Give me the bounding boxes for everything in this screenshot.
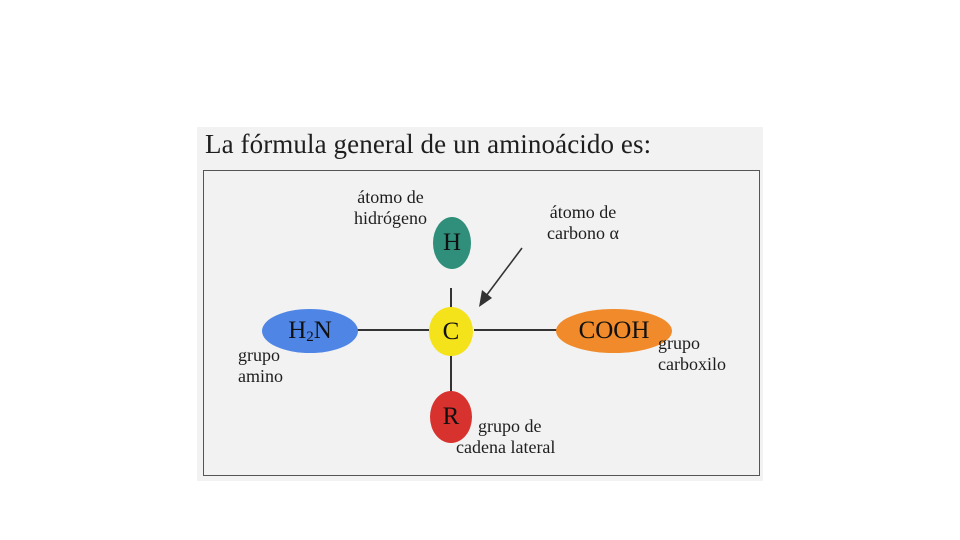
label-amino-group-line1: grupo	[238, 345, 280, 365]
label-amino-group: grupo amino	[238, 345, 283, 387]
carboxyl-group-node: COOH	[556, 309, 672, 353]
bonds-layer	[356, 247, 558, 396]
alpha-carbon-arrow-head	[479, 290, 492, 307]
alpha-carbon-arrow-shaft	[485, 247, 523, 297]
label-side-chain-group: grupo de cadena lateral	[456, 416, 555, 458]
figure-heading: La fórmula general de un aminoácido es:	[205, 129, 652, 159]
label-alpha-carbon: átomo de carbono α	[547, 202, 619, 244]
label-hydrogen-atom-line2: hidrógeno	[354, 208, 427, 228]
amino-acid-figure: La fórmula general de un aminoácido es: …	[197, 127, 763, 481]
carbon-atom-node: C	[429, 307, 473, 356]
label-alpha-carbon-line1: átomo de	[549, 202, 617, 222]
label-carboxyl-group-line2: carboxilo	[658, 354, 726, 374]
side-chain-symbol: R	[442, 403, 460, 430]
amino-symbol-subscript: 2	[306, 328, 314, 345]
carbon-symbol: C	[442, 317, 460, 345]
amino-symbol-n: N	[313, 317, 332, 344]
label-alpha-carbon-line2: carbono α	[547, 223, 619, 243]
amino-symbol-h: H	[288, 317, 307, 344]
hydrogen-atom-node: H	[433, 217, 471, 269]
label-carboxyl-group: grupo carboxilo	[658, 333, 726, 375]
label-side-chain-line1: grupo de	[478, 416, 542, 436]
label-amino-group-line2: amino	[238, 366, 283, 386]
hydrogen-symbol: H	[442, 229, 462, 256]
side-chain-node: R	[430, 391, 472, 443]
label-side-chain-line2: cadena lateral	[456, 437, 556, 457]
label-carboxyl-group-line1: grupo	[658, 333, 700, 353]
carboxyl-symbol: COOH	[578, 317, 650, 344]
label-hydrogen-atom: átomo de hidrógeno	[354, 187, 427, 229]
label-hydrogen-atom-line1: átomo de	[357, 187, 424, 207]
